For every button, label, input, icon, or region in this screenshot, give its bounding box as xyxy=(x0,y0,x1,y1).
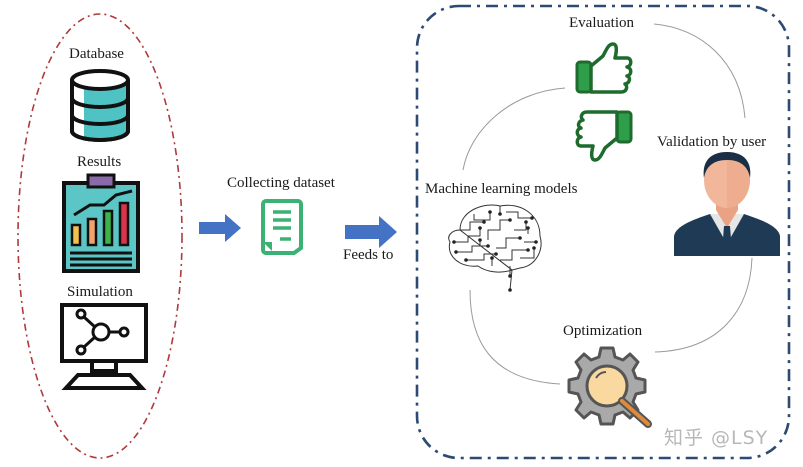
results-clipboard-icon xyxy=(62,173,140,273)
thumbs-up-icon xyxy=(575,42,633,94)
arrow-feeds-to-icon xyxy=(345,216,397,248)
dataset-document-icon xyxy=(261,199,303,255)
validation-label: Validation by user xyxy=(657,134,767,150)
results-label: Results xyxy=(77,154,122,170)
database-label: Database xyxy=(69,46,124,62)
circuit-brain-icon xyxy=(448,204,542,292)
simulation-computer-icon xyxy=(60,303,148,390)
thumbs-down-icon xyxy=(575,110,633,162)
gear-magnifier-icon xyxy=(567,346,652,428)
evaluation-label: Evaluation xyxy=(569,15,634,31)
watermark: 知乎 @LSY xyxy=(664,427,769,449)
feeds-to-label: Feeds to xyxy=(343,247,394,263)
arrow-to-collecting-icon xyxy=(199,214,241,242)
simulation-label: Simulation xyxy=(67,284,133,300)
ml-models-label: Machine learning models xyxy=(425,181,578,197)
database-icon xyxy=(70,69,130,142)
optimization-label: Optimization xyxy=(563,323,643,339)
user-avatar-icon xyxy=(674,152,780,256)
collecting-dataset-label: Collecting dataset xyxy=(227,175,335,191)
